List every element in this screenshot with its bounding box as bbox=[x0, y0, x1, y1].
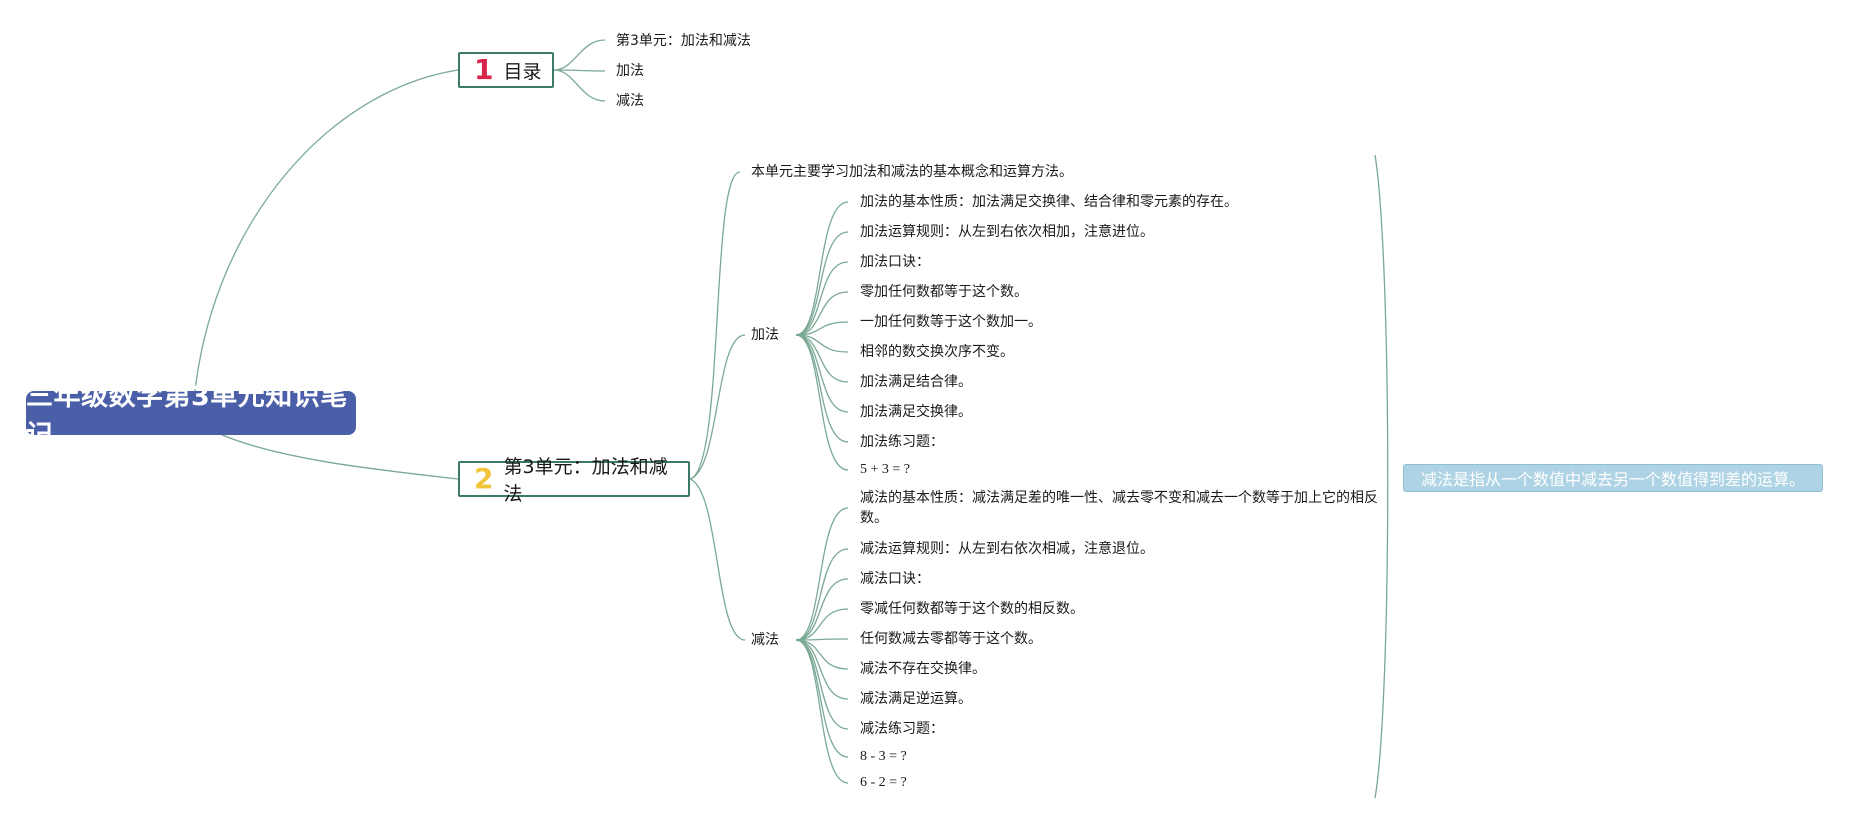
unit-intro[interactable]: 本单元主要学习加法和减法的基本概念和运算方法。 bbox=[751, 164, 1073, 180]
subtraction-item[interactable]: 减法的基本性质：减法满足差的唯一性、减去零不变和减去一个数等于加上它的相反数。 bbox=[860, 490, 1378, 526]
connector-unit-addition bbox=[689, 334, 746, 480]
summary-text: 减法是指从一个数值中减去另一个数值得到差的运算。 bbox=[1420, 470, 1805, 489]
subtraction-item[interactable]: 减法练习题： bbox=[860, 721, 944, 737]
connector-unit-subtraction bbox=[689, 478, 746, 641]
connector-addition-item bbox=[795, 321, 849, 336]
connector-root-toc bbox=[194, 69, 459, 392]
root-node[interactable]: 三年级数学第3单元知识笔记 bbox=[26, 381, 356, 451]
subtraction-item[interactable]: 减法满足逆运算。 bbox=[860, 691, 972, 707]
connector-unit-intro bbox=[689, 171, 741, 480]
addition-item[interactable]: 加法满足结合律。 bbox=[860, 374, 972, 390]
connector-toc-item bbox=[553, 39, 606, 71]
connector-subtraction-item bbox=[795, 639, 849, 784]
addition-item[interactable]: 加法练习题： bbox=[860, 434, 944, 450]
connector-addition-item bbox=[795, 334, 849, 471]
connector-subtraction-item bbox=[795, 608, 849, 641]
addition-item[interactable]: 加法满足交换律。 bbox=[860, 404, 972, 420]
toc-item[interactable]: 减法 bbox=[616, 93, 644, 109]
callout-bracket bbox=[1374, 154, 1389, 799]
summary-callout[interactable]: 减法是指从一个数值中减去另一个数值得到差的运算。 bbox=[1403, 464, 1823, 492]
subtraction-item[interactable]: 减法运算规则：从左到右依次相减，注意退位。 bbox=[860, 541, 1154, 557]
addition-item[interactable]: 加法运算规则：从左到右依次相加，注意进位。 bbox=[860, 224, 1154, 240]
branch-toc-label: 目录 bbox=[503, 60, 542, 83]
subtraction-item[interactable]: 零减任何数都等于这个数的相反数。 bbox=[860, 601, 1084, 617]
connector-addition-item bbox=[795, 201, 849, 336]
toc-item[interactable]: 加法 bbox=[616, 63, 644, 79]
addition-item[interactable]: 一加任何数等于这个数加一。 bbox=[860, 314, 1042, 330]
subtraction-node[interactable]: 减法 bbox=[751, 632, 779, 648]
addition-item[interactable]: 加法口诀： bbox=[860, 254, 930, 270]
addition-node[interactable]: 加法 bbox=[751, 327, 779, 343]
connector-subtraction-item bbox=[795, 639, 849, 730]
subtraction-item[interactable]: 任何数减去零都等于这个数。 bbox=[860, 631, 1042, 647]
subtraction-item[interactable]: 减法口诀： bbox=[860, 571, 930, 587]
subtraction-item[interactable]: 8 - 3 = ? bbox=[860, 749, 907, 764]
connector-subtraction-item bbox=[795, 548, 849, 641]
subtraction-item[interactable]: 6 - 2 = ? bbox=[860, 775, 907, 790]
connector-subtraction-item bbox=[795, 638, 849, 641]
connector-toc-item bbox=[553, 69, 606, 72]
addition-item[interactable]: 加法的基本性质：加法满足交换律、结合律和零元素的存在。 bbox=[860, 194, 1238, 210]
connector-addition-item bbox=[795, 261, 849, 336]
connector-addition-item bbox=[795, 334, 849, 413]
connector-addition-item bbox=[795, 231, 849, 336]
toc-item[interactable]: 第3单元：加法和减法 bbox=[616, 33, 751, 49]
addition-item[interactable]: 零加任何数都等于这个数。 bbox=[860, 284, 1028, 300]
branch-toc[interactable]: 1 目录 bbox=[458, 52, 554, 88]
number-two-icon: 2 bbox=[474, 462, 494, 495]
branch-unit[interactable]: 2 第3单元：加法和减法 bbox=[458, 456, 690, 505]
root-title: 三年级数学第3单元知识笔记 bbox=[26, 381, 348, 451]
connector-subtraction-item bbox=[795, 578, 849, 641]
connector-subtraction-item bbox=[795, 507, 849, 641]
addition-item[interactable]: 5 + 3 = ? bbox=[860, 462, 911, 477]
subtraction-item[interactable]: 减法不存在交换律。 bbox=[860, 661, 986, 677]
connector-subtraction-item bbox=[795, 639, 849, 758]
branch-unit-label: 第3单元：加法和减法 bbox=[503, 456, 668, 505]
connector-subtraction-item bbox=[795, 639, 849, 670]
connector-subtraction-item bbox=[795, 639, 849, 700]
addition-item[interactable]: 相邻的数交换次序不变。 bbox=[860, 344, 1014, 360]
connector-addition-item bbox=[795, 334, 849, 353]
connector-addition-item bbox=[795, 291, 849, 336]
connector-toc-item bbox=[553, 69, 606, 102]
connector-addition-item bbox=[795, 334, 849, 383]
number-one-icon: 1 bbox=[474, 53, 494, 86]
connector-addition-item bbox=[795, 334, 849, 443]
